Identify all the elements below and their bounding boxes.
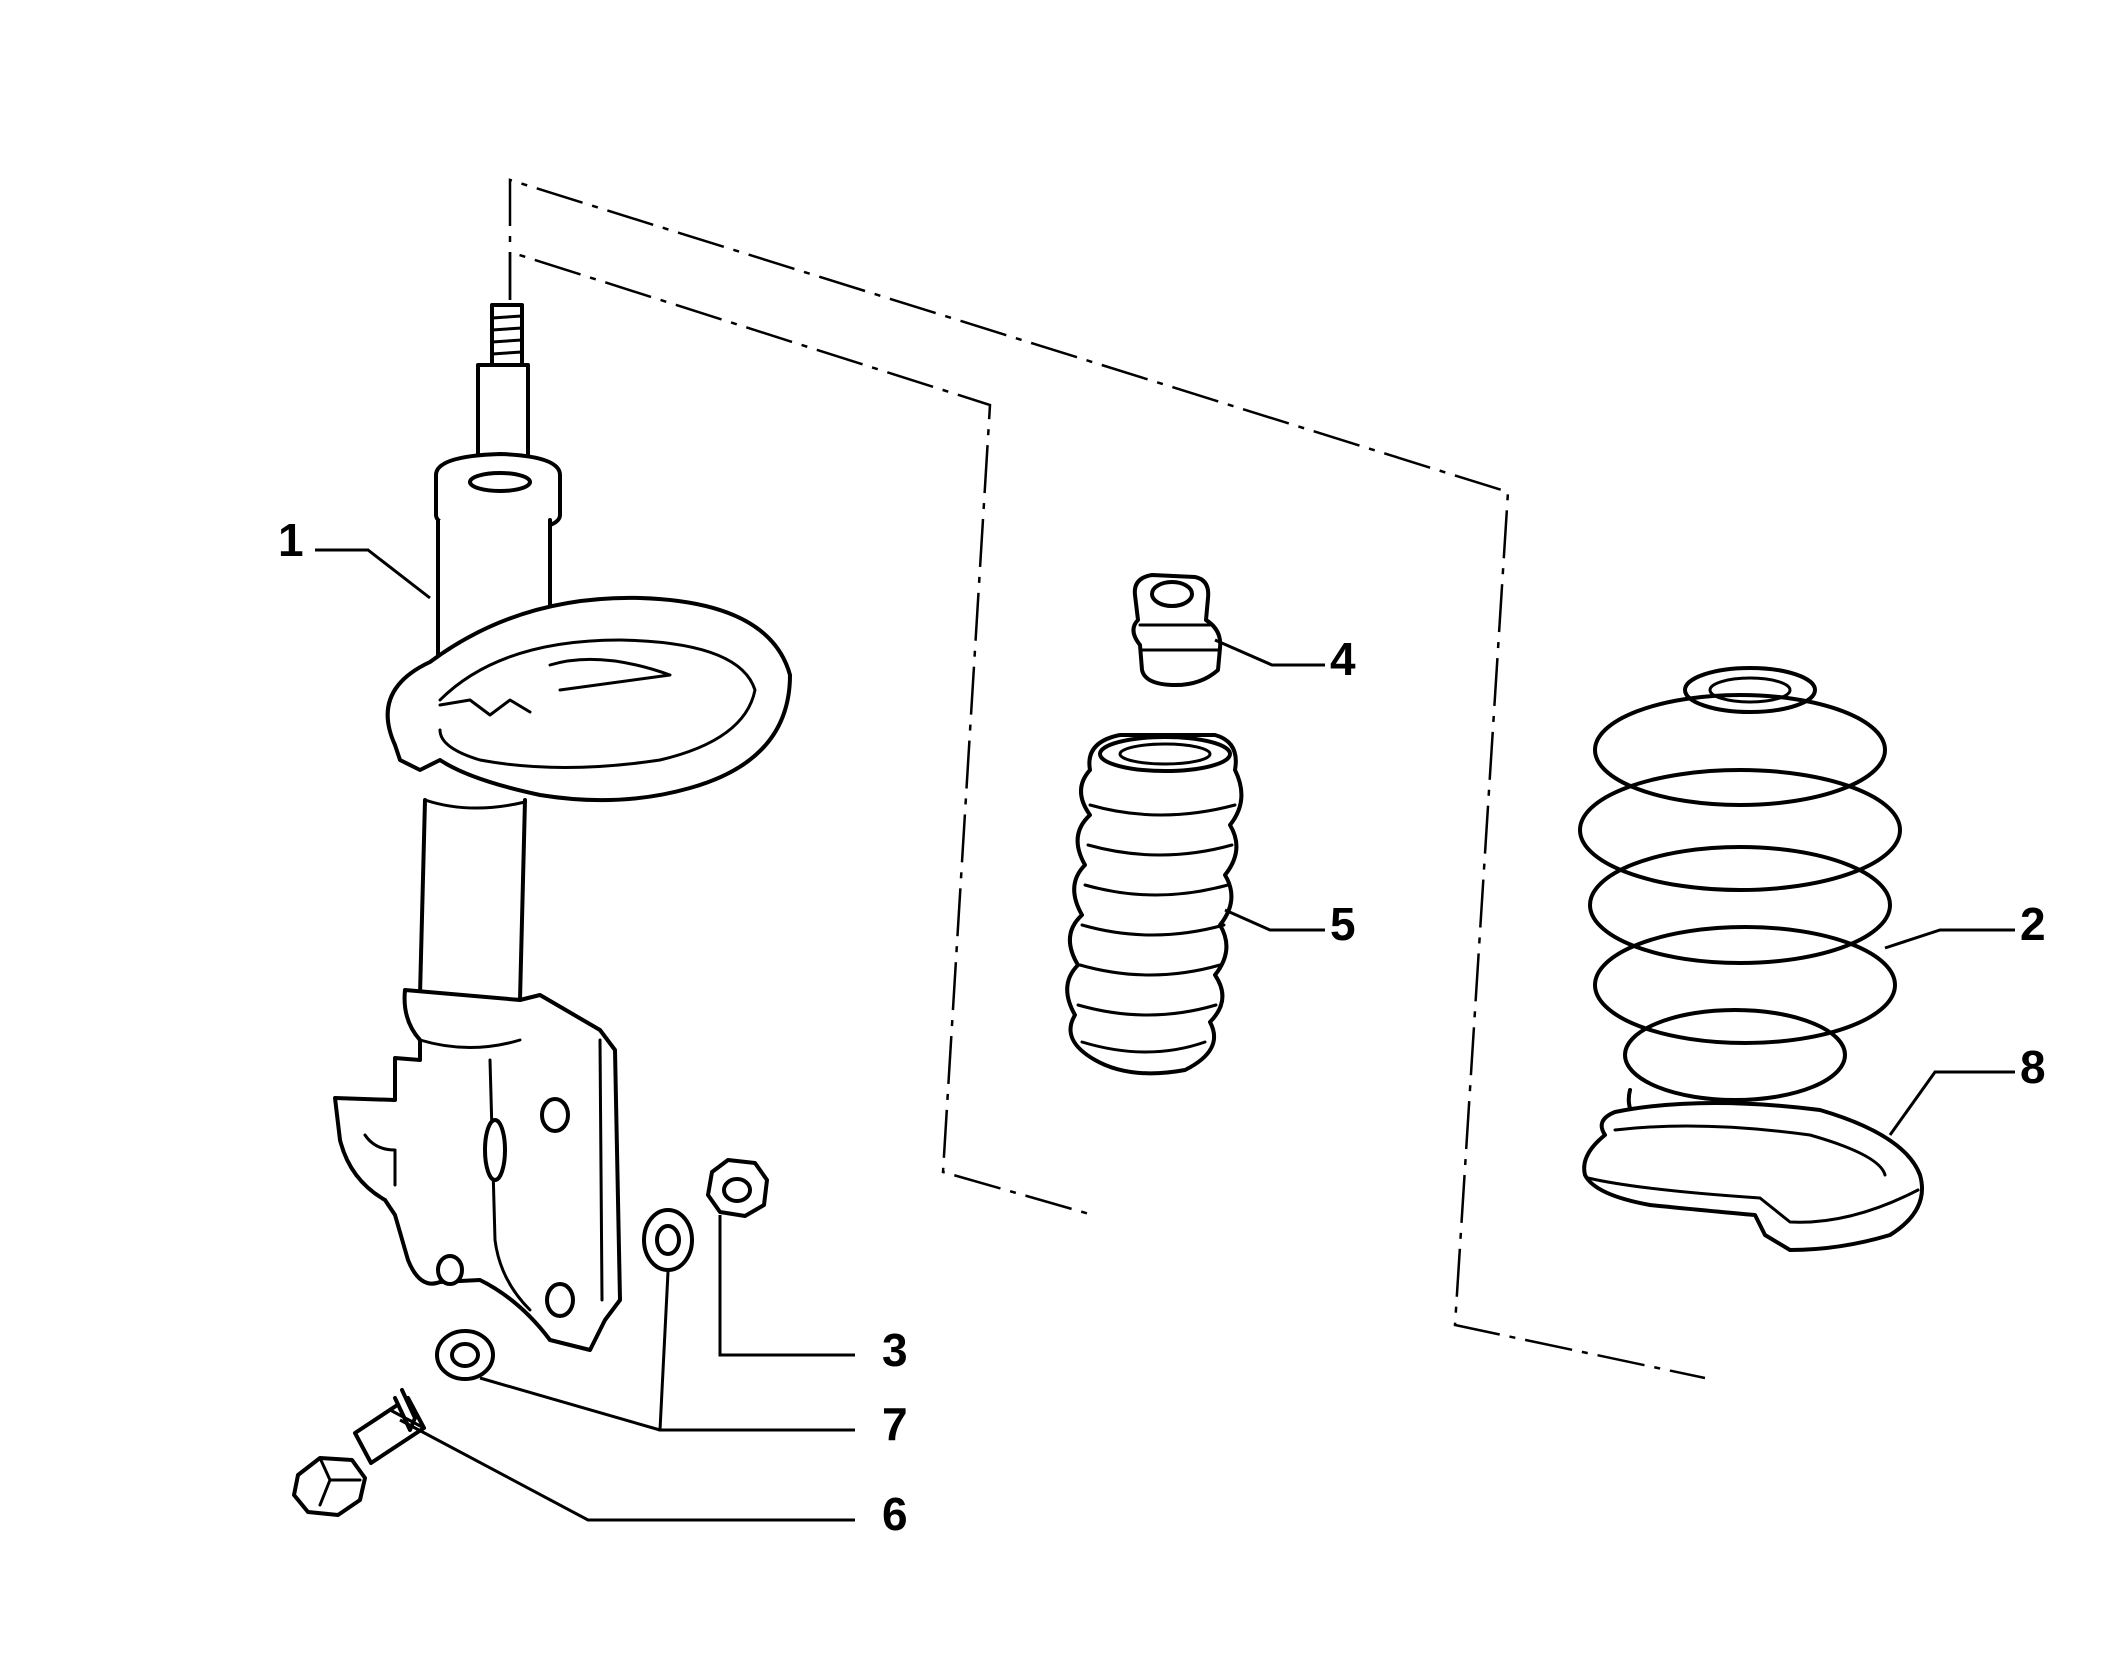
leader-5 (1224, 908, 1325, 932)
leader-4 (1214, 638, 1325, 667)
assembly-guide-lines (508, 178, 1706, 1380)
callout-4: 4 (1330, 633, 1356, 685)
bellows-boot (1065, 733, 1244, 1076)
callout-3: 3 (882, 1324, 908, 1376)
washers (435, 1208, 694, 1381)
callout-5: 5 (1330, 898, 1356, 950)
callout-6: 6 (882, 1488, 908, 1540)
callout-8: 8 (2020, 1041, 2046, 1093)
leader-6 (399, 1418, 855, 1522)
leader-2 (1884, 928, 2015, 950)
coil-spring (1578, 666, 1902, 1147)
spring-seat-pad (1582, 1100, 1924, 1252)
nut (706, 1158, 769, 1218)
callout-1: 1 (278, 514, 304, 566)
leader-lines (315, 548, 2015, 1522)
callout-numbers: 1 2 3 4 5 6 7 8 (278, 514, 2046, 1540)
callout-7: 7 (882, 1398, 908, 1450)
leader-7b (479, 1376, 661, 1432)
leader-1 (315, 548, 431, 600)
leader-8 (1888, 1070, 2015, 1136)
leader-3 (718, 1215, 855, 1357)
bump-stop (1131, 573, 1223, 688)
shock-absorber-strut (333, 303, 792, 1352)
callout-2: 2 (2020, 898, 2046, 950)
hex-bolt (292, 1388, 426, 1517)
leader-7 (658, 1271, 855, 1432)
